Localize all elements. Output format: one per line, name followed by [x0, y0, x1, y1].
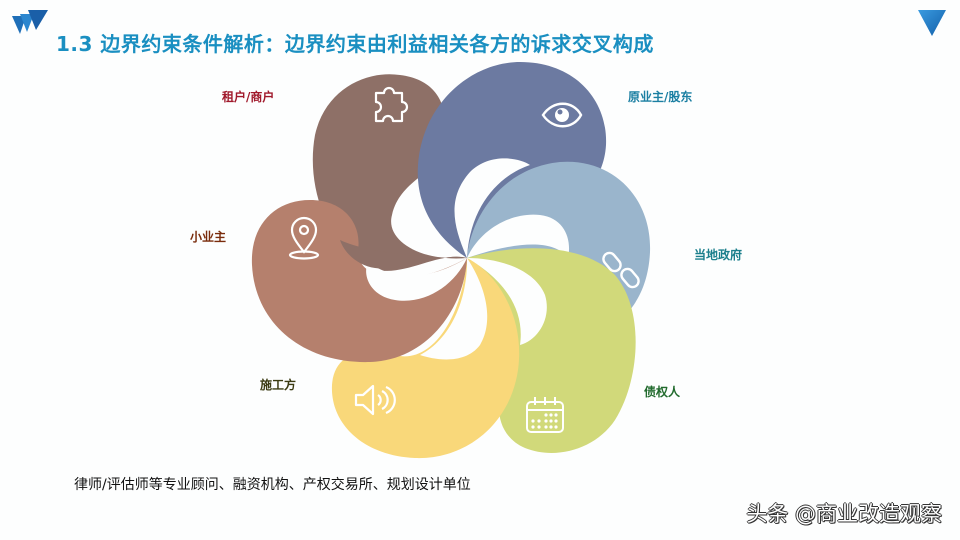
- other-stakeholders-note: 律师/评估师等专业顾问、融资机构、产权交易所、规划设计单位: [74, 477, 471, 493]
- label-small-owner: 小业主: [190, 230, 227, 244]
- label-contractor: 施工方: [260, 378, 297, 392]
- puzzle-icon: [374, 86, 409, 123]
- petal-creditor: [467, 248, 636, 453]
- location-pin-icon: [288, 216, 320, 260]
- eye-icon: [541, 102, 583, 128]
- corner-triangle-icon: [918, 10, 946, 36]
- petal-small-owner: [251, 200, 467, 363]
- speaker-icon: [354, 384, 396, 416]
- label-creditor: 债权人: [644, 385, 681, 399]
- logo-triangles-icon: [12, 10, 48, 34]
- label-original-owner: 原业主/股东: [628, 90, 693, 104]
- calendar-icon: [526, 397, 564, 433]
- label-tenant: 租户/商户: [222, 90, 275, 104]
- page-title: 1.3 边界约束条件解析：边界约束由利益相关各方的诉求交叉构成: [56, 32, 654, 56]
- watermark: 头条 @商业改造观察: [746, 502, 942, 526]
- label-local-government: 当地政府: [694, 248, 743, 262]
- chain-link-icon: [602, 251, 640, 289]
